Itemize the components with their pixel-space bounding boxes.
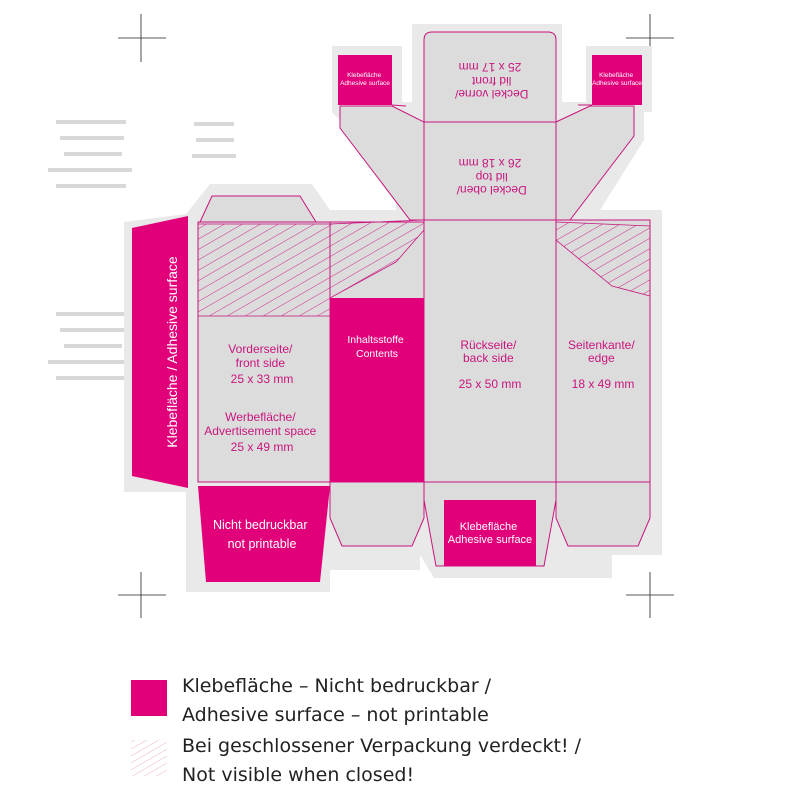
- hidden-area-edge: [555, 221, 651, 297]
- svg-text:Vorderseite/ front side: Vorderseite/ front side 25 x 33 mm: [228, 342, 295, 386]
- hidden-area-ingredients: [329, 219, 425, 299]
- legend-hidden-line2: Not visible when closed!: [182, 764, 414, 786]
- svg-text:Nicht bedruckbar not print: Nicht bedruckbar not printable: [213, 518, 311, 551]
- svg-text:Klebefläche Adhesive surfa: Klebefläche Adhesive surface: [448, 521, 532, 546]
- edge-name-en: edge: [588, 351, 615, 365]
- ingredients-name-en: Contents: [356, 348, 398, 360]
- legend: Klebefläche – Nicht bedruckbar / Adhesiv…: [131, 675, 587, 786]
- lid-front-name-en: lid front: [471, 74, 511, 88]
- back-side-panel: [423, 219, 557, 483]
- not-printable-label: Nicht bedruckbar: [213, 518, 308, 532]
- crop-marks: [118, 14, 674, 618]
- legend-hidden-swatch: [131, 740, 167, 776]
- legend-hidden-line1: Bei geschlossener Verpackung verdeckt! /: [182, 735, 582, 757]
- svg-text:Rückseite/ back side 2: Rückseite/ back side 25 x 50 mm: [459, 338, 522, 391]
- front-side-name: Vorderseite/: [228, 342, 293, 356]
- adhesive-areas: [132, 55, 642, 582]
- advertisement-size: 25 x 49 mm: [231, 440, 294, 454]
- legend-adhesive-swatch: [131, 680, 167, 716]
- small-glue-right-label: Klebefläche: [599, 72, 633, 79]
- bottom-glue-panel: [444, 500, 536, 566]
- bottom-glue-label: Klebefläche: [460, 521, 518, 533]
- lid-front-name: Deckel vorne/: [454, 87, 528, 101]
- lid-top-name-en: lid top: [475, 170, 507, 184]
- small-glue-left-label-en: Adhesive surface: [340, 80, 390, 87]
- small-glue-right: [592, 55, 642, 105]
- not-printable-panel: [198, 486, 330, 582]
- glue-strip-left: [132, 216, 188, 488]
- svg-text:Klebefläche Adhesive surfa: Klebefläche Adhesive surface: [340, 72, 390, 87]
- svg-text:Inhaltsstoffe Contents: Inhaltsstoffe Contents: [347, 334, 406, 360]
- legend-adhesive-line2: Adhesive surface – not printable: [182, 704, 489, 726]
- hidden-areas: [197, 219, 651, 317]
- lid-top-panel: [423, 121, 557, 221]
- svg-text:Deckel vorne/ lid front: Deckel vorne/ lid front 25 x 17 mm: [452, 60, 529, 101]
- svg-text:Deckel oben/ lid top: Deckel oben/ lid top 26 x 18 mm: [453, 156, 526, 197]
- back-side-name-en: back side: [463, 351, 514, 365]
- lid-top-size: 26 x 18 mm: [459, 156, 522, 170]
- svg-text:Klebefläche Adhesive surfa: Klebefläche Adhesive surface: [592, 72, 642, 87]
- small-glue-left-label: Klebefläche: [347, 72, 381, 79]
- advertisement-name: Werbefläche/: [225, 410, 296, 424]
- small-glue-right-label-en: Adhesive surface: [592, 80, 642, 87]
- lid-front-panel: [423, 31, 557, 123]
- faint-background-text: [48, 120, 236, 380]
- small-glue-left: [338, 55, 392, 105]
- lid-top-name: Deckel oben/: [456, 183, 527, 197]
- back-side-name: Rückseite/: [460, 338, 517, 352]
- dust-flap-left: [199, 195, 317, 223]
- not-printable-label-en: not printable: [228, 537, 297, 551]
- lid-front-size: 25 x 17 mm: [459, 60, 522, 74]
- svg-text:Klebefläche – Nicht bedruckbar: Klebefläche – Nicht bedruckbar / Adhesiv…: [182, 675, 497, 726]
- lid-flap-left: [339, 105, 425, 221]
- svg-text:Werbefläche/ Advertisement: Werbefläche/ Advertisement space 25 x 49…: [204, 410, 319, 454]
- ingredients-magenta-panel: [330, 298, 424, 482]
- front-side-size: 25 x 33 mm: [231, 372, 294, 386]
- bottom-flap-ingredients: [329, 481, 425, 547]
- glue-strip-label: Klebefläche / Adhesive surface: [164, 256, 180, 448]
- legend-adhesive-line1: Klebefläche – Nicht bedruckbar /: [182, 675, 492, 697]
- fold-lines: [391, 104, 592, 107]
- back-side-size: 25 x 50 mm: [459, 377, 522, 391]
- bottom-flap-edge: [555, 481, 651, 547]
- advertisement-name-en: Advertisement space: [204, 424, 316, 438]
- ingredients-name: Inhaltsstoffe: [347, 334, 404, 346]
- edge-name: Seitenkante/: [568, 338, 635, 352]
- svg-text:Bei geschlossener Verpackung v: Bei geschlossener Verpackung verdeckt! /…: [182, 735, 587, 786]
- bottom-glue-label-en: Adhesive surface: [448, 534, 532, 546]
- svg-text:Seitenkante/ edge 18 x: Seitenkante/ edge 18 x 49 mm: [568, 338, 638, 391]
- hidden-area-front: [197, 223, 331, 317]
- front-side-name-en: front side: [236, 356, 286, 370]
- edge-size: 18 x 49 mm: [572, 377, 635, 391]
